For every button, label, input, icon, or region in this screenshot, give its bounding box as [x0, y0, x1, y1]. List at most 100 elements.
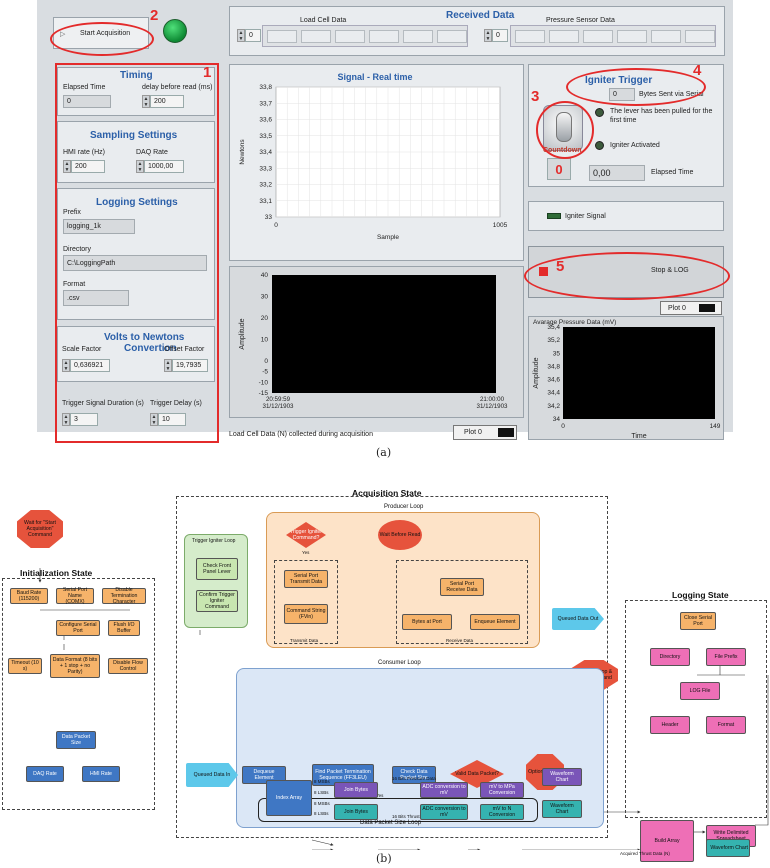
prefix-label: Prefix: [63, 209, 81, 216]
plot-legend-pressure[interactable]: Plot 0: [660, 301, 722, 315]
y-tick-label: 33,2: [259, 182, 272, 189]
signal-realtime-chart: Signal - Real time3333,133,233,333,433,5…: [239, 72, 508, 241]
elapsed-time-label: Elapsed Time: [63, 84, 106, 91]
serial-port-name-node: Serial Port Name (COMX): [56, 587, 94, 605]
load-cell-index-stepper[interactable]: ▲▼: [237, 29, 245, 42]
trigger-duration-input[interactable]: 3: [70, 413, 98, 426]
pressure-array-cell: [617, 30, 647, 43]
y-tick-label: 33,1: [259, 198, 272, 205]
plot-line-icon: [699, 304, 715, 312]
valid-yes-label: Yes: [376, 793, 384, 798]
offset-factor-input[interactable]: 19,7935: [172, 359, 208, 372]
offset-factor-stepper[interactable]: ▲▼: [164, 359, 172, 372]
delay-label: delay before read (ms): [142, 84, 213, 91]
data-packet-size-loop: [258, 798, 538, 822]
annotation-number-4: 4: [693, 62, 702, 79]
delay-input[interactable]: 200: [150, 95, 184, 108]
baud-rate-node: Baud Rate (115200): [10, 588, 48, 604]
mv-to-n-node: mV to N Conversion: [480, 804, 524, 820]
trigger-delay-stepper[interactable]: ▲▼: [150, 413, 158, 426]
pressure-plot-legend-label: Plot 0: [668, 305, 686, 312]
pressure-amplitude-chart: Avarage Pressure Data (mV)35,435,23534,8…: [533, 319, 721, 440]
timing-panel: Timing Elapsed Time 0 delay before read …: [57, 67, 215, 116]
y-tick-label: 20: [261, 315, 269, 322]
adc-pressure-node: ADC conversion to mV: [420, 782, 468, 798]
directory-node: Directory: [650, 648, 690, 666]
waveform-chart-log-node: Waveform Chart: [706, 839, 750, 857]
mv-to-mpa-node: mV to MPa Conversion: [480, 782, 524, 798]
hmi-rate-input[interactable]: 200: [71, 160, 105, 173]
load-cell-array-cell: [437, 30, 467, 43]
pressure-index-stepper[interactable]: ▲▼: [484, 29, 492, 42]
directory-value[interactable]: C:\LoggingPath: [63, 255, 207, 271]
y-tick-label: 34,2: [547, 403, 560, 410]
y-tick-label: -15: [259, 390, 269, 397]
queued-data-out-node: Queued Data Out: [552, 608, 604, 630]
load-cell-index-input[interactable]: 0: [245, 29, 261, 42]
scale-factor-stepper[interactable]: ▲▼: [62, 359, 70, 372]
pressure-bits-label: 16 Bits Pressure Data: [392, 776, 436, 781]
y-tick-label: 0: [264, 358, 268, 365]
front-panel: ▷ Start Acquisition Received Data Load C…: [37, 0, 733, 443]
y-tick-label: -5: [262, 369, 268, 376]
plot-line-icon: [498, 428, 514, 437]
directory-label: Directory: [63, 246, 92, 253]
disable-flow-control-node: Disable Flow Control: [108, 658, 148, 674]
yes-label: Yes: [302, 550, 310, 555]
delay-stepper[interactable]: ▲▼: [142, 95, 150, 108]
plot-legend-lower[interactable]: Plot 0: [453, 425, 517, 440]
dequeue-element-node: Dequeue Element: [242, 766, 286, 784]
y-tick-label: 35,2: [547, 337, 560, 344]
sampling-settings-title: Sampling Settings: [90, 130, 178, 141]
x-tick-label: 31/12/1903: [263, 403, 295, 410]
load-cell-caption: Load Cell Data (N) collected during acqu…: [229, 431, 373, 438]
scale-factor-label: Scale Factor: [62, 346, 102, 353]
plot-area: [272, 275, 496, 393]
y-tick-label: 34,4: [547, 390, 560, 397]
header-node: Header: [650, 716, 690, 734]
pressure-array-cell: [549, 30, 579, 43]
daq-rate-input[interactable]: 1000,00: [144, 160, 184, 173]
join-bytes-thrust-node: Join Bytes: [334, 804, 378, 820]
caption-b: (b): [376, 852, 392, 865]
scale-factor-input[interactable]: 0,636921: [70, 359, 110, 372]
running-led-indicator: [163, 19, 187, 43]
pressure-array-cell: [651, 30, 681, 43]
pressure-index-input[interactable]: 0: [492, 29, 508, 42]
daq-rate-node: DAQ Rate: [26, 766, 64, 782]
y-tick-label: 33,8: [259, 84, 272, 91]
trigger-duration-stepper[interactable]: ▲▼: [62, 413, 70, 426]
pressure-array-cell: [685, 30, 715, 43]
x-tick-label: 31/12/1903: [477, 403, 509, 410]
adc-thrust-node: ADC conversion to mV: [420, 804, 468, 820]
log-file-node: LOG File: [680, 682, 720, 700]
chart-title: Avarage Pressure Data (mV): [533, 319, 616, 326]
timeout-node: Timeout (10 s): [8, 658, 42, 674]
msb-label-1: 8 MSBs: [314, 779, 330, 784]
trigger-delay-input[interactable]: 10: [158, 413, 186, 426]
format-value[interactable]: .csv: [63, 290, 129, 306]
y-axis-label: Amplitude: [533, 357, 540, 388]
join-bytes-pressure-node: Join Bytes: [334, 782, 378, 798]
format-node: Format: [706, 716, 746, 734]
annotation-ring-4: [566, 68, 706, 106]
annotation-ring-2: [50, 22, 154, 56]
x-axis-label: Sample: [377, 234, 399, 241]
waveform-chart-thrust-node: Waveform Chart: [542, 800, 582, 818]
trigger-duration-label: Trigger Signal Duration (s): [62, 400, 144, 407]
x-axis-label: Time: [631, 433, 646, 440]
daq-rate-stepper[interactable]: ▲▼: [136, 160, 144, 173]
load-cell-array-cell: [335, 30, 365, 43]
y-axis-label: Newtons: [239, 139, 246, 165]
transmit-data-group: [274, 560, 338, 644]
y-axis-label: Amplitude: [239, 318, 246, 349]
transmit-data-label: Transmit Data: [290, 638, 319, 643]
offset-factor-label: Offset Factor: [164, 346, 205, 353]
hmi-rate-stepper[interactable]: ▲▼: [63, 160, 71, 173]
bytes-at-port-node: Bytes at Port: [402, 614, 452, 630]
prefix-value[interactable]: logging_1k: [63, 219, 135, 234]
volts-to-newtons-panel: Volts to Newtons Convertion Scale Factor…: [57, 326, 215, 382]
